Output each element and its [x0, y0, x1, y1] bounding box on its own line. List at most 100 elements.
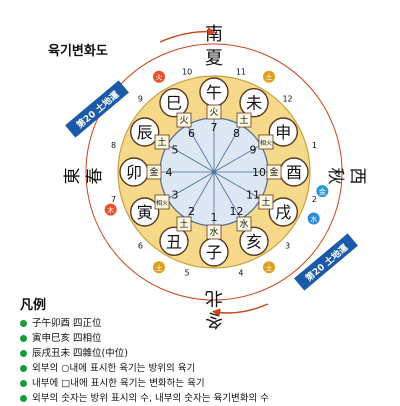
- branch-circle: [159, 88, 189, 118]
- branch-node: 戌土: [258, 194, 298, 227]
- element-square: [206, 104, 222, 120]
- outer-number: 1: [312, 141, 317, 150]
- element-badge: [153, 70, 165, 83]
- outer-number: 2: [312, 195, 317, 204]
- south-char: 南: [205, 24, 223, 45]
- element-square: [146, 164, 162, 180]
- outer-number: 12: [282, 94, 292, 103]
- element-char: 火: [179, 115, 188, 126]
- bullet-icon: [20, 380, 27, 387]
- legend-item: 子午卯酉 四正位: [20, 316, 390, 331]
- element-square: [266, 164, 282, 180]
- branch-circle: [239, 88, 269, 118]
- legend-title: 凡例: [20, 298, 47, 313]
- element-square: [258, 134, 274, 150]
- banner-left: 第20 土地運: [65, 80, 129, 138]
- bullet-icon: [20, 335, 27, 342]
- element-square: [206, 224, 222, 240]
- branch-char: 酉: [286, 163, 302, 182]
- element-char: 火: [209, 107, 218, 118]
- element-char: 土: [261, 196, 270, 208]
- bullet-icon: [20, 320, 27, 327]
- legend-item-text: 내부에 □내에 표시한 육기는 변화하는 육기: [32, 378, 205, 389]
- legend-item-text: 외부의 숫자는 방위 표시의 수, 내부의 숫자는 육기변화의 수: [32, 393, 269, 404]
- inner-number: 7: [211, 121, 218, 134]
- element-square: [176, 216, 192, 232]
- outer-number: 8: [111, 141, 116, 150]
- autumn-char: 秋: [325, 168, 345, 185]
- outer-number: 6: [138, 242, 143, 251]
- outer-number: 3: [285, 242, 290, 251]
- branch-char: 子: [206, 243, 222, 262]
- inner-number: 2: [188, 205, 195, 218]
- branch-circle: [130, 197, 160, 227]
- element-badge: [307, 212, 320, 225]
- legend-item: 외부의 숫자는 방위 표시의 수, 내부의 숫자는 육기변화의 수: [20, 391, 390, 406]
- element-square: [154, 134, 170, 150]
- element-char: 水: [209, 226, 218, 238]
- bullet-icon: [20, 365, 27, 372]
- legend-item-text: 寅申巳亥 四相位: [32, 333, 102, 344]
- branch-char: 辰: [137, 123, 153, 142]
- branch-circle: [159, 226, 189, 256]
- branch-node: 未土: [236, 88, 269, 128]
- branch-char: 戌: [275, 203, 291, 222]
- north-char: 北: [205, 287, 223, 308]
- element-char: 土: [158, 136, 167, 148]
- inner-number: 3: [172, 189, 179, 202]
- element-char: 水: [239, 218, 248, 230]
- branch-node: 子水: [199, 224, 229, 267]
- element-badge-char: 土: [266, 73, 273, 82]
- legend-item-text: 子午卯酉 四正位: [32, 318, 102, 329]
- south-label: 南 夏: [205, 24, 223, 69]
- element-char: 相火: [260, 139, 272, 147]
- inner-spoke: [186, 171, 215, 219]
- arrow-upper: [159, 27, 217, 43]
- legend-item: 辰戌丑未 四雜位(中位): [20, 346, 390, 361]
- branch-circle: [130, 117, 160, 147]
- inner-spoke: [186, 125, 215, 173]
- element-badge: [316, 185, 329, 198]
- legend-list: 子午卯酉 四正位 寅申巳亥 四相位 辰戌丑未 四雜位(中位) 외부의 ○내에 표…: [20, 316, 390, 406]
- element-badge-char: 土: [266, 263, 273, 272]
- inner-number: 9: [249, 144, 256, 157]
- east-char: 東: [63, 168, 83, 185]
- east-label: 東 春: [63, 168, 105, 185]
- branch-circle: [239, 226, 269, 256]
- branch-node: 辰土: [130, 117, 170, 150]
- outer-number: 7: [111, 195, 116, 204]
- branch-char: 午: [206, 83, 222, 102]
- element-badge: [153, 261, 165, 274]
- branch-node: 巳火: [159, 88, 192, 128]
- outer-number: 9: [138, 94, 143, 103]
- branch-node: 酉金: [266, 157, 309, 187]
- element-square: [236, 112, 252, 128]
- legend-item: 寅申巳亥 四相位: [20, 331, 390, 346]
- branch-circle: [268, 197, 298, 227]
- element-char: 金: [149, 166, 158, 178]
- diagram-title: 육기변화도: [48, 44, 108, 59]
- branch-node: 丑土: [159, 216, 192, 256]
- branch-node: 申相火: [258, 117, 298, 150]
- branch-char: 未: [246, 94, 262, 113]
- arrow-lower: [211, 303, 269, 317]
- branch-node: 午火: [199, 77, 229, 120]
- inner-number: 4: [166, 166, 173, 179]
- element-square: [258, 194, 274, 210]
- element-char: 土: [239, 114, 248, 126]
- branch-char: 丑: [166, 232, 182, 251]
- branch-char: 寅: [137, 203, 153, 222]
- outer-number: 5: [185, 268, 190, 277]
- outer-number: 11: [236, 68, 246, 77]
- inner-number: 12: [230, 205, 244, 218]
- branch-node: 寅相火: [130, 194, 170, 227]
- banner-right-text: 第20 土地運: [303, 242, 350, 284]
- inner-number: 11: [246, 189, 260, 202]
- element-char: 土: [179, 218, 188, 230]
- element-square: [154, 194, 170, 210]
- element-char: 相火: [156, 199, 168, 207]
- legend-item-text: 辰戌丑未 四雜位(中位): [32, 348, 128, 359]
- branch-char: 申: [275, 123, 291, 142]
- branch-node: 卯金: [119, 157, 162, 187]
